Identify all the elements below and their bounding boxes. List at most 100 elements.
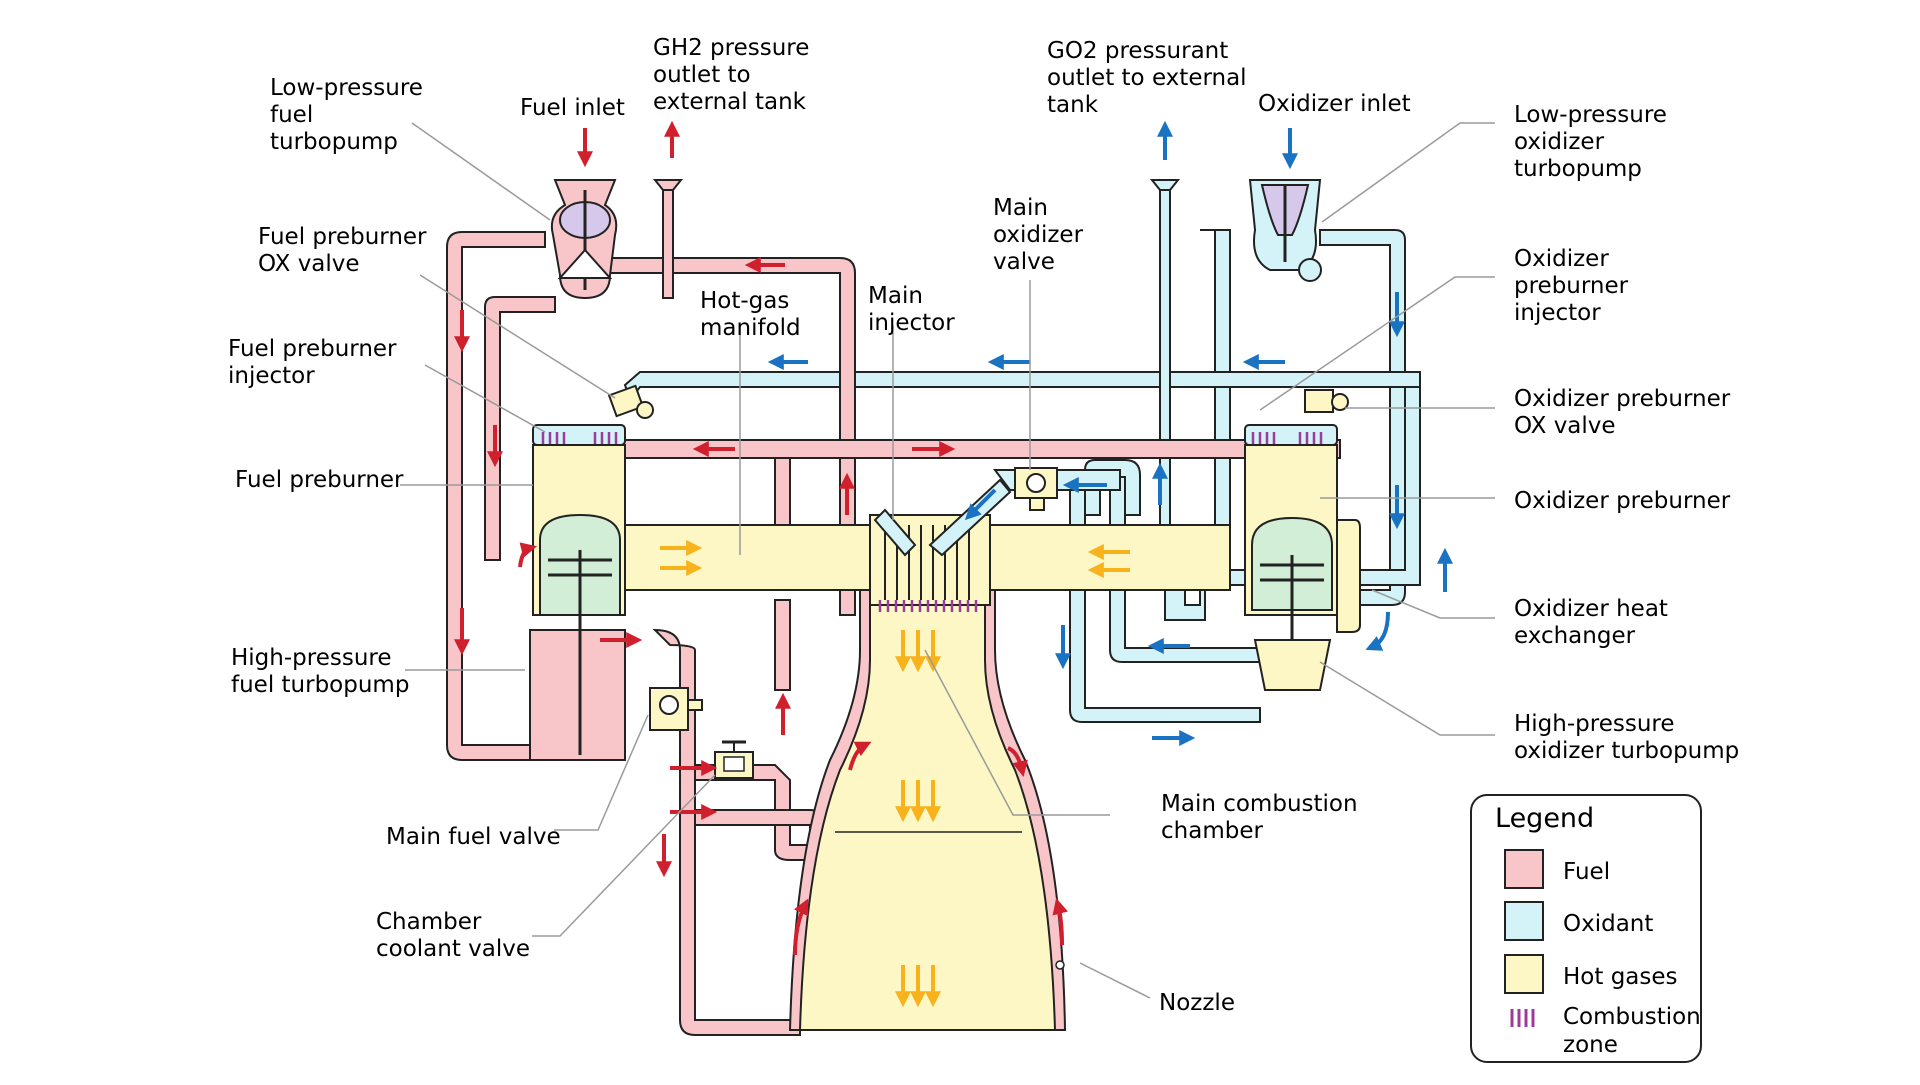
hot-gas-manifold (619, 469, 1231, 612)
fuel-preburner-head (532, 424, 626, 446)
ox-preburner-combustion-zone (1251, 432, 1323, 446)
go2-outlet-line: tank (1047, 92, 1099, 118)
legend-swatch (1504, 954, 1544, 994)
ox-preburner-injector-line: preburner (1514, 273, 1629, 299)
legend-swatch (1504, 849, 1544, 889)
fuel-arrows (454, 120, 1068, 956)
hp-fuel-turbopump-line: fuel turbopump (231, 672, 409, 698)
ox-preburner-injector-line: injector (1514, 300, 1601, 326)
fuel-preburner-assembly (529, 424, 626, 761)
main-fuel-valve-shape (649, 687, 703, 731)
hot-gas-manifold-line: Hot-gas (700, 288, 789, 314)
lp-fuel-inducer (557, 248, 613, 279)
fuel-drop-left (774, 457, 791, 526)
lp-fuel-turbopump-line: fuel (270, 102, 313, 128)
fuel-preburner-ox-valve-line: OX valve (258, 251, 360, 277)
gh2-outlet-cap (652, 179, 684, 191)
main-oxidizer-valve-line: oxidizer (993, 222, 1084, 248)
go2-outlet-line: outlet to external (1047, 65, 1247, 91)
main-oxidizer-valve-line: valve (993, 249, 1055, 275)
chamber-coolant-valve-shape (714, 740, 754, 779)
fuel-up-line (774, 599, 791, 691)
flow-arrows (454, 120, 1453, 1008)
ox-preburner-ox-valve-line: Oxidizer preburner (1514, 386, 1731, 412)
legend-item-label: Hot gases (1563, 964, 1678, 990)
ox-preburner-assembly (1244, 424, 1361, 691)
fuel-preburner-ox-valve (607, 384, 654, 419)
main-fuel-valve-label: Main fuel valve (386, 824, 561, 850)
oxidizer-inlet-label: Oxidizer inlet (1258, 91, 1411, 117)
lp-fuel-turbopump-line: Low-pressure (270, 75, 423, 101)
fuel-preburner-line: Fuel preburner (235, 467, 404, 493)
nozzle-body (798, 559, 1057, 1031)
legend-item-label: Fuel (1563, 859, 1610, 885)
oxidizer-inlet-line: Oxidizer inlet (1258, 91, 1411, 117)
legend-title: Legend (1495, 803, 1594, 834)
fuel-preburner-injector-line: injector (228, 363, 315, 389)
main-combustion-chamber-line: chamber (1161, 818, 1263, 844)
valves (607, 384, 1349, 779)
hot-gas-manifold-line: manifold (700, 315, 801, 341)
fuel-preburner-ox-valve-line: Fuel preburner (258, 224, 427, 250)
lp-ox-turbopump-shape (1248, 179, 1322, 282)
ox-lower-loop (1069, 469, 1261, 723)
ox-heat-exchanger-line: Oxidizer heat (1514, 596, 1668, 622)
hot-gas-arrows (660, 540, 1130, 1008)
lp-ox-turbopump-line: turbopump (1514, 156, 1642, 182)
chamber-coolant-valve-line: coolant valve (376, 936, 530, 962)
gh2-outlet-pipe (662, 179, 674, 299)
main-oxidizer-valve-line: Main (993, 195, 1048, 221)
lp-ox-outlet (1298, 258, 1322, 282)
ox-preburner-line: Oxidizer preburner (1514, 488, 1731, 514)
oxidizer-arrows (767, 120, 1453, 746)
nozzle-line: Nozzle (1159, 990, 1235, 1016)
ox-lower-loop-2 (1109, 469, 1276, 663)
ox-top-crossline (623, 371, 1421, 403)
nozzle-label: Nozzle (1159, 990, 1235, 1016)
ox-preburner-ox-valve (1304, 389, 1349, 413)
gh2-outlet-line: outlet to (653, 62, 751, 88)
hp-ox-turbopump-line: High-pressure (1514, 711, 1675, 737)
ox-preburner-ox-valve-line: OX valve (1514, 413, 1616, 439)
hp-ox-pump (1253, 639, 1332, 691)
injector-ox-duct-1 (873, 508, 917, 557)
ox-preburner-label: Oxidizer preburner (1514, 488, 1731, 514)
lp-fuel-turbopump-line: turbopump (270, 129, 398, 155)
hp-fuel-shaft (548, 550, 612, 755)
fuel-top-return (604, 257, 856, 616)
fuel-preburner-label: Fuel preburner (235, 467, 404, 493)
main-combustion-chamber-line: Main combustion (1161, 791, 1358, 817)
fuel-preburner-injector-line: Fuel preburner (228, 336, 397, 362)
lp-ox-turbopump-line: Low-pressure (1514, 102, 1667, 128)
lp-ox-turbopump-line: oxidizer (1514, 129, 1605, 155)
fuel-inlet-label: Fuel inlet (520, 95, 625, 121)
ox-preburner-injector-line: Oxidizer (1514, 246, 1609, 272)
fuel-preburner-combustion-zone (541, 432, 618, 446)
legend-item-label: Oxidant (1563, 911, 1653, 937)
main-injector-line: injector (868, 310, 955, 336)
fuel-inlet-line: Fuel inlet (520, 95, 625, 121)
ox-heat-exchanger-line: exchanger (1514, 623, 1636, 649)
hp-ox-turbopump-line: oxidizer turbopump (1514, 738, 1739, 764)
gh2-outlet-line: GH2 pressure (653, 35, 809, 61)
leader-lines (400, 122, 1495, 999)
ox-heat-exchanger (1336, 519, 1361, 633)
main-injector-line: Main (868, 283, 923, 309)
